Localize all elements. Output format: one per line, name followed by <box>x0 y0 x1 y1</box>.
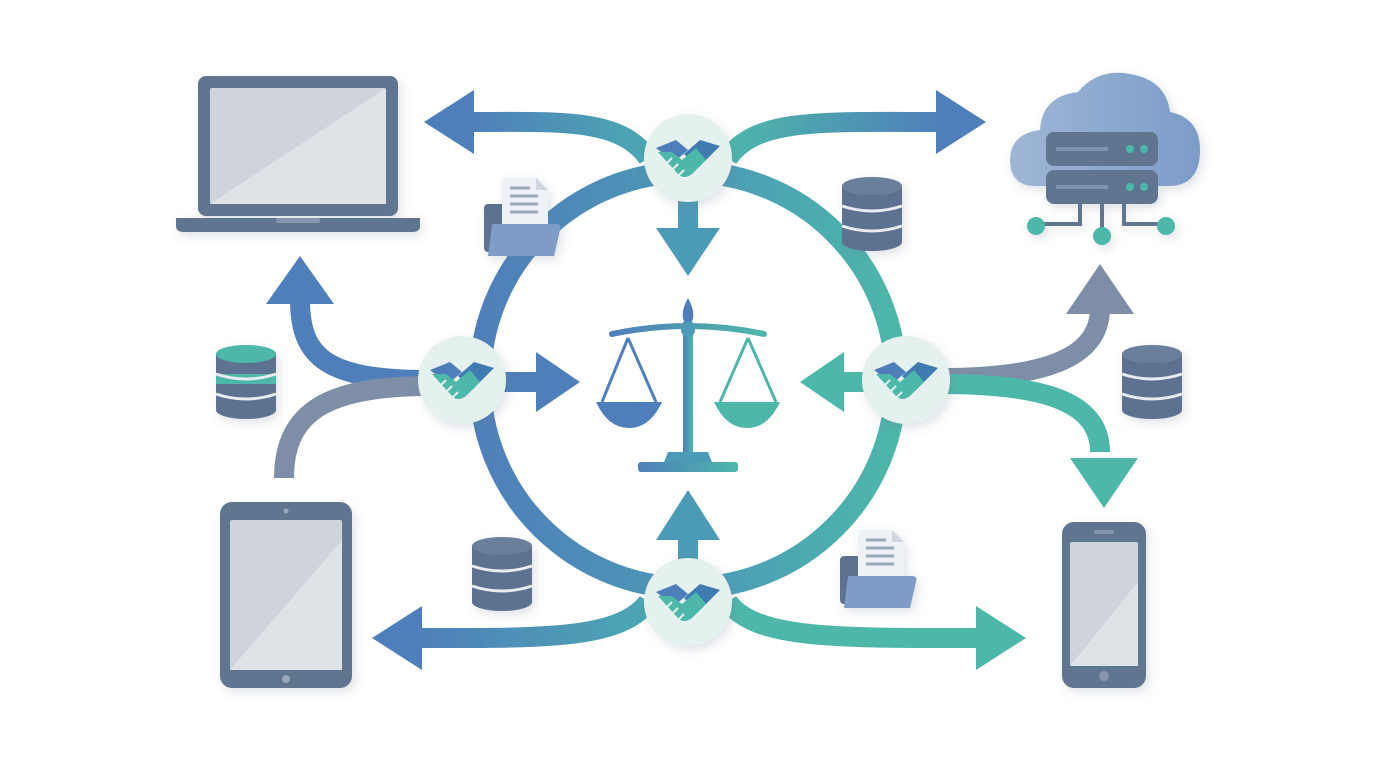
folder-document-icon-left <box>484 178 561 256</box>
arrow-bottom-to-phone <box>719 595 986 649</box>
arrow-right-to-cloud <box>939 307 1110 388</box>
arrow-left-to-laptop <box>290 299 431 390</box>
handshake-icon <box>656 140 720 177</box>
arrowhead-left-center <box>536 352 580 412</box>
arrowheads <box>266 90 1138 670</box>
arrow-right-to-phone <box>939 374 1110 453</box>
cloud-server-icon <box>1010 72 1200 245</box>
folder-document-icon-right <box>840 530 917 608</box>
arrow-left-from-tablet <box>274 376 431 479</box>
arrowhead-laptop-top <box>424 90 474 154</box>
arrowhead-right-center <box>800 352 844 412</box>
handshake-hub-bottom <box>644 558 732 646</box>
tablet-icon <box>220 502 352 688</box>
database-icon-top-right <box>841 177 903 251</box>
smartphone-icon <box>1062 522 1146 688</box>
arrowhead-right-up <box>1066 264 1134 314</box>
handshake-icon <box>874 362 938 399</box>
handshake-hub-right <box>862 336 950 424</box>
arrowhead-tablet-bottom <box>372 606 422 670</box>
arrowhead-right-down <box>1070 458 1138 508</box>
arrowhead-left-up <box>266 256 334 304</box>
arrow-bottom-to-tablet <box>419 595 657 649</box>
arrowhead-cloud-top <box>936 90 986 154</box>
handshake-hub-left <box>418 336 506 424</box>
arrowhead-bottom-center <box>656 490 720 540</box>
database-icon-bottom-left <box>471 537 533 611</box>
laptop-icon <box>176 76 420 232</box>
handshake-icon <box>656 584 720 621</box>
handshake-hub-top <box>644 114 732 202</box>
arrow-top-to-laptop <box>469 111 657 165</box>
arrowhead-phone-bottom <box>976 606 1026 670</box>
arrow-top-to-cloud <box>719 111 941 165</box>
database-icon-left <box>215 345 277 419</box>
arrowhead-top-center <box>656 228 720 276</box>
handshake-icon <box>430 362 494 399</box>
balance-scale-icon <box>596 298 780 472</box>
database-icon-right <box>1121 345 1183 419</box>
